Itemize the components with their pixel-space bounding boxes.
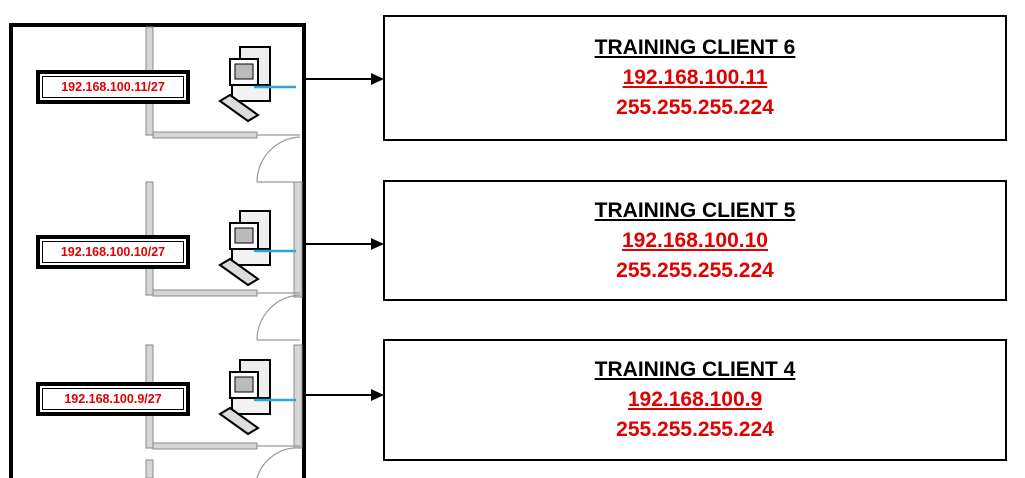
client-subnet-mask: 255.255.255.224: [616, 418, 774, 441]
desktop-computer-icon: [218, 359, 296, 436]
client-info-box-4: TRAINING CLIENT 4 192.168.100.9 255.255.…: [383, 339, 1007, 461]
ip-label-text: 192.168.100.11/27: [42, 76, 184, 98]
arrow-right-icon: [304, 238, 384, 250]
ip-label-client-4: 192.168.100.9/27: [36, 382, 190, 416]
client-info-box-5: TRAINING CLIENT 5 192.168.100.10 255.255…: [383, 180, 1007, 301]
ip-label-client-5: 192.168.100.10/27: [36, 235, 190, 269]
desktop-computer-icon: [218, 210, 296, 287]
ip-label-client-6: 192.168.100.11/27: [36, 70, 190, 104]
client-subnet-mask: 255.255.255.224: [616, 258, 774, 282]
desktop-computer-icon: [218, 46, 296, 123]
client-name: TRAINING CLIENT 4: [594, 358, 796, 381]
door-swing: [256, 134, 301, 478]
client-name: TRAINING CLIENT 5: [594, 198, 796, 222]
client-subnet-mask: 255.255.255.224: [616, 96, 774, 119]
client-ip: 192.168.100.10: [622, 228, 768, 252]
ip-label-text: 192.168.100.9/27: [42, 388, 184, 410]
client-name: TRAINING CLIENT 6: [594, 36, 796, 59]
client-ip: 192.168.100.9: [627, 388, 763, 411]
arrow-right-icon: [304, 73, 384, 85]
building-wall: [9, 23, 306, 478]
client-info-box-6: TRAINING CLIENT 6 192.168.100.11 255.255…: [383, 15, 1007, 141]
arrow-right-icon: [304, 389, 384, 401]
ip-label-text: 192.168.100.10/27: [42, 241, 184, 263]
client-ip: 192.168.100.11: [622, 66, 768, 89]
